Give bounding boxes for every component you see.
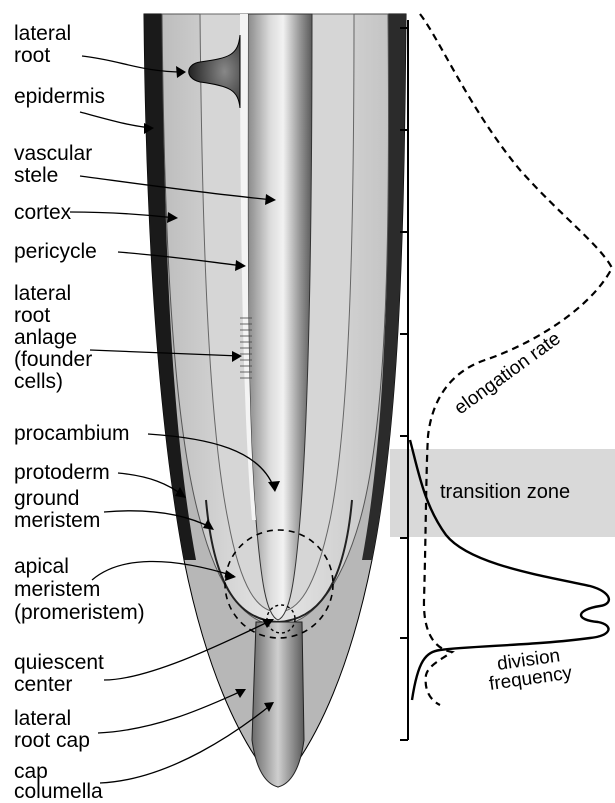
label-line: meristem [14, 509, 100, 532]
label-protoderm: protoderm [14, 461, 110, 484]
label-epidermis: epidermis [14, 85, 105, 108]
svg-text:quiescent: quiescent [14, 651, 104, 674]
leader-epidermis [80, 112, 152, 128]
svg-text:lateral: lateral [14, 22, 71, 45]
label-line: lateral [14, 282, 71, 305]
label-line: root [14, 44, 50, 67]
label-line: lateral [14, 22, 71, 45]
label-line: stele [14, 164, 58, 187]
label-line: (founder [14, 348, 92, 371]
label-lateral-root-anlage: lateral root anlage (founder cells) [14, 282, 92, 393]
transition-zone-label: transition zone [440, 481, 570, 503]
svg-text:columella: columella [14, 780, 103, 803]
svg-text:anlage: anlage [14, 326, 77, 349]
svg-text:(promeristem): (promeristem) [14, 601, 145, 624]
label-line: lateral [14, 707, 71, 730]
leader-lateral-root-cap [98, 690, 244, 733]
division-frequency-label: division frequency [488, 645, 574, 695]
svg-text:root: root [14, 44, 50, 67]
label-procambium: procambium [14, 422, 130, 445]
svg-text:meristem: meristem [14, 509, 100, 532]
label-line: center [14, 673, 72, 696]
label-vascular-stele: vascular stele [14, 142, 92, 187]
label-pericycle: pericycle [14, 240, 97, 263]
label-lateral-root: lateral root [14, 22, 71, 67]
svg-text:lateral: lateral [14, 707, 71, 730]
label-line: columella [14, 780, 103, 803]
svg-text:root: root [14, 304, 50, 327]
label-line: (promeristem) [14, 601, 145, 624]
svg-text:vascular: vascular [14, 142, 92, 165]
label-quiescent-center: quiescent center [14, 651, 104, 696]
label-ground-meristem: ground meristem [14, 487, 100, 532]
label-line: root cap [14, 729, 90, 752]
cap-columella-region [252, 622, 304, 787]
label-apical-meristem: apical meristem (promeristem) [14, 555, 145, 624]
label-line: anlage [14, 326, 77, 349]
label-line: apical [14, 555, 69, 578]
label-cortex: cortex [14, 201, 72, 224]
label-cap-columella: cap columella [14, 760, 103, 803]
label-line: cells) [14, 370, 63, 393]
label-line: vascular [14, 142, 92, 165]
label-line: ground [14, 487, 79, 510]
svg-text:center: center [14, 673, 72, 696]
svg-text:cells): cells) [14, 370, 63, 393]
label-line: root [14, 304, 50, 327]
svg-text:root cap: root cap [14, 729, 90, 752]
svg-text:lateral: lateral [14, 282, 71, 305]
svg-text:apical: apical [14, 555, 69, 578]
label-lateral-root-cap: lateral root cap [14, 707, 90, 752]
elongation-rate-label: elongation rate [451, 328, 565, 419]
svg-text:ground: ground [14, 487, 79, 510]
label-line: meristem [14, 578, 100, 601]
label-line: quiescent [14, 651, 104, 674]
svg-text:stele: stele [14, 164, 58, 187]
svg-text:(founder: (founder [14, 348, 92, 371]
svg-text:meristem: meristem [14, 578, 100, 601]
